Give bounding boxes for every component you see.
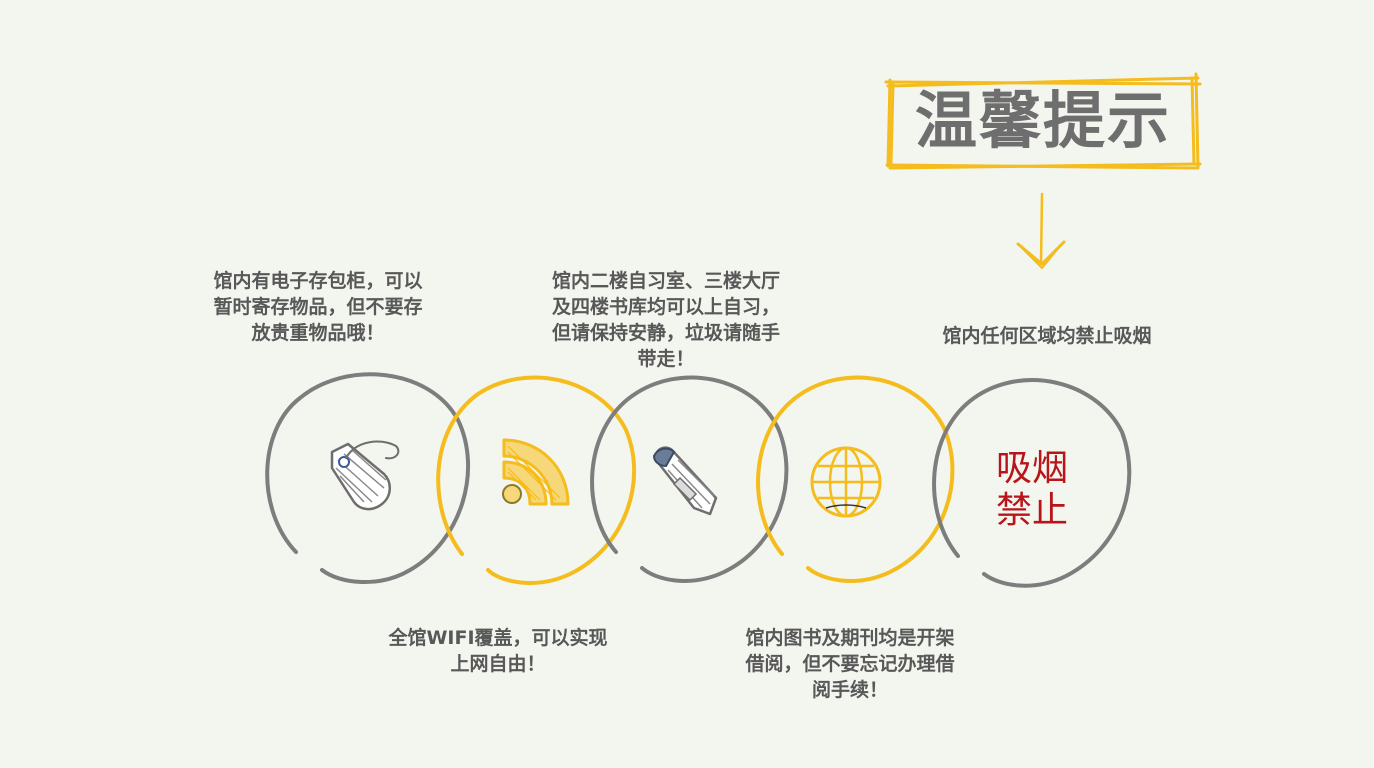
tip-wifi: 全馆WIFI覆盖，可以实现 上网自由！ bbox=[370, 625, 626, 677]
tip-books-line: 馆内图书及期刊均是开架 bbox=[745, 627, 955, 649]
ring-1 bbox=[265, 372, 471, 584]
ring-3 bbox=[590, 375, 789, 583]
tag-icon bbox=[330, 440, 400, 511]
tip-books: 馆内图书及期刊均是开架 借阅，但不要忘记办理借 阅手续！ bbox=[728, 625, 972, 703]
no-smoking-badge: 吸烟 禁止 bbox=[990, 448, 1074, 532]
no-smoking-line: 禁止 bbox=[995, 490, 1068, 531]
arrow-down-icon bbox=[1016, 192, 1066, 270]
ring-4 bbox=[756, 375, 955, 583]
tip-storage-line: 馆内有电子存包柜，可以 bbox=[213, 270, 423, 292]
tip-study: 馆内二楼自习室、三楼大厅 及四楼书库均可以上自习， 但请保持安静，垃圾请随手 带… bbox=[530, 268, 802, 372]
tip-storage-line: 放贵重物品哦！ bbox=[251, 322, 385, 344]
tip-books-line: 借阅，但不要忘记办理借 bbox=[745, 653, 955, 675]
tip-study-line: 但请保持安静，垃圾请随手 bbox=[551, 322, 780, 344]
title-frame: 温馨提示 bbox=[884, 72, 1202, 170]
wifi-icon bbox=[502, 438, 570, 506]
tip-smoking-line: 馆内任何区域均禁止吸烟 bbox=[942, 325, 1152, 347]
tip-storage: 馆内有电子存包柜，可以 暂时寄存物品，但不要存 放贵重物品哦！ bbox=[196, 268, 440, 346]
globe-icon bbox=[810, 446, 882, 518]
tip-smoking: 馆内任何区域均禁止吸烟 bbox=[925, 323, 1169, 349]
pen-icon bbox=[652, 446, 718, 516]
page-title: 温馨提示 bbox=[914, 84, 1171, 157]
tip-study-line: 带走！ bbox=[637, 348, 695, 370]
title-frame-border bbox=[884, 72, 1202, 170]
tip-storage-line: 暂时寄存物品，但不要存 bbox=[213, 296, 423, 318]
ring-5 bbox=[932, 378, 1132, 588]
no-smoking-line: 吸烟 bbox=[995, 448, 1068, 489]
tip-study-line: 及四楼书库均可以上自习， bbox=[551, 296, 780, 318]
tip-wifi-line: 上网自由！ bbox=[450, 653, 546, 675]
tip-wifi-line: 全馆WIFI覆盖，可以实现 bbox=[388, 627, 608, 649]
tip-books-line: 阅手续！ bbox=[811, 679, 888, 701]
ring-2 bbox=[436, 375, 636, 585]
tip-study-line: 馆内二楼自习室、三楼大厅 bbox=[551, 270, 780, 292]
